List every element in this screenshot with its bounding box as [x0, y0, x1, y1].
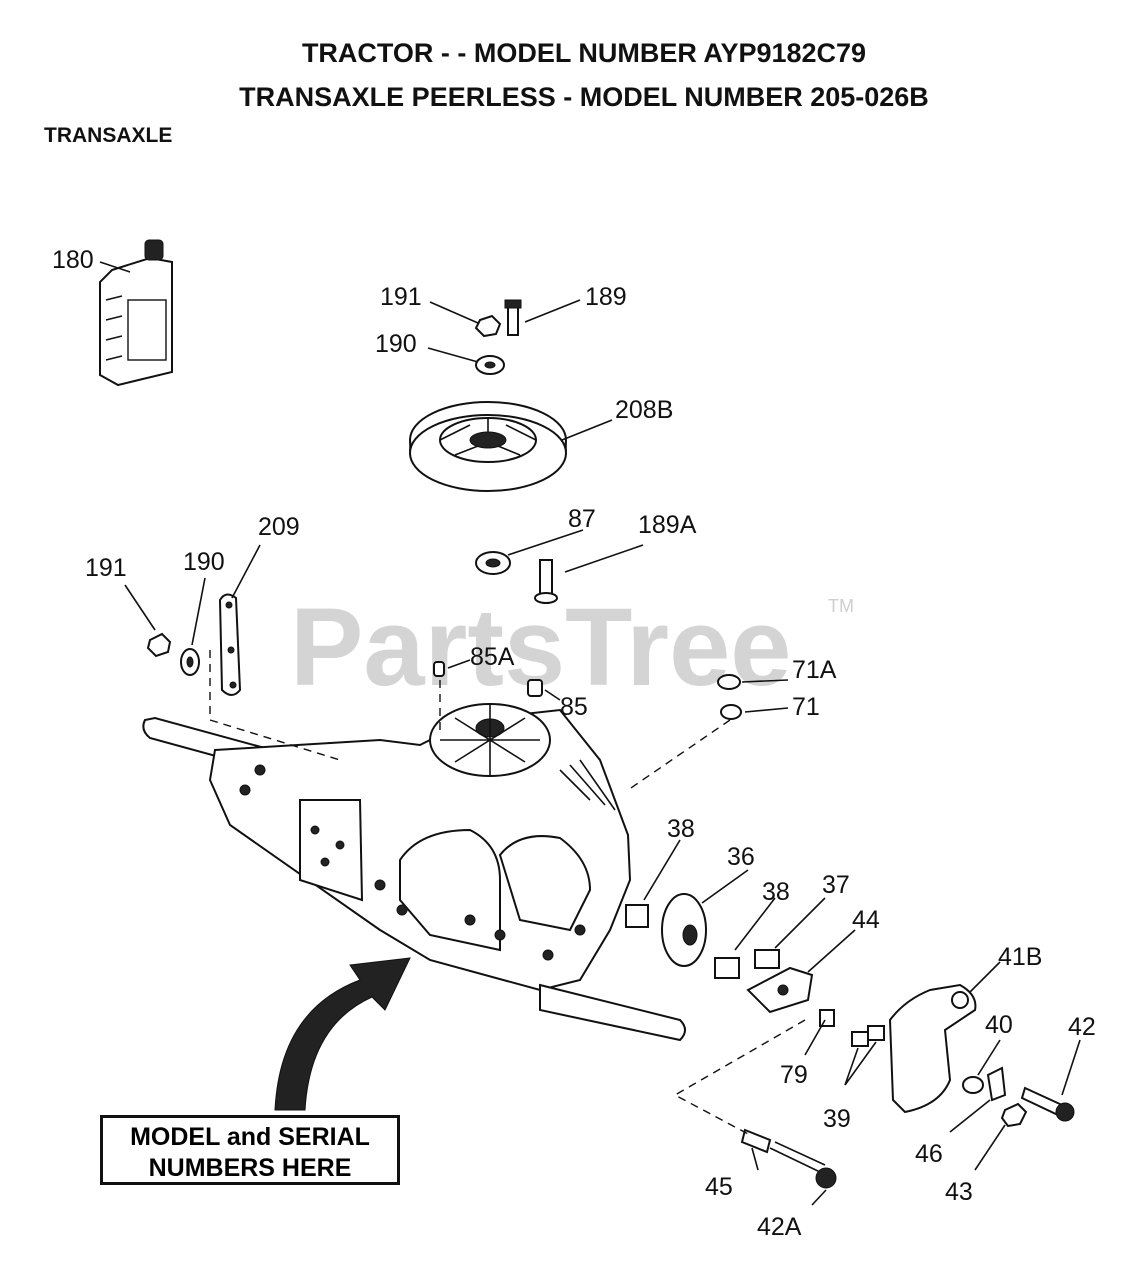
part-85a-plug[interactable] [433, 661, 445, 677]
part-190-washer-left[interactable] [180, 648, 200, 676]
label-209: 209 [258, 513, 300, 541]
part-45-sleeve[interactable] [740, 1128, 772, 1154]
part-209-link[interactable] [218, 593, 242, 696]
part-191-nut-left[interactable] [146, 632, 172, 658]
label-190-left: 190 [183, 548, 225, 576]
part-85-plug[interactable] [527, 679, 543, 697]
part-39-pads[interactable] [851, 1025, 885, 1047]
label-85: 85 [560, 693, 588, 721]
section-title: TRANSAXLE [44, 124, 173, 147]
part-71-nut[interactable] [720, 704, 742, 720]
label-42: 42 [1068, 1013, 1096, 1041]
label-45: 45 [705, 1173, 733, 1201]
label-71: 71 [792, 693, 820, 721]
part-44-brake-lever[interactable] [746, 966, 814, 1014]
label-79: 79 [780, 1061, 808, 1089]
part-38-key-lower[interactable] [714, 957, 740, 979]
label-189: 189 [585, 283, 627, 311]
watermark-trademark: TM [828, 596, 854, 616]
label-46: 46 [915, 1140, 943, 1168]
part-36-gear[interactable] [661, 893, 707, 967]
label-44: 44 [852, 906, 880, 934]
label-41b: 41B [998, 943, 1042, 971]
label-43: 43 [945, 1178, 973, 1206]
part-37-key[interactable] [754, 949, 780, 969]
label-71a: 71A [792, 656, 837, 684]
label-191-left: 191 [85, 554, 127, 582]
label-37: 37 [822, 871, 850, 899]
part-191-nut-top[interactable] [474, 314, 502, 338]
part-40-spacer[interactable] [962, 1076, 984, 1094]
part-180-oil-bottle[interactable] [99, 239, 173, 387]
part-189-bolt-top[interactable] [504, 299, 522, 336]
label-42a: 42A [757, 1213, 802, 1241]
label-190-top: 190 [375, 330, 417, 358]
diagram-title-transaxle: TRANSAXLE PEERLESS - MODEL NUMBER 205-02… [239, 82, 929, 112]
callout-line-2: NUMBERS HERE [148, 1154, 352, 1182]
model-serial-callout-box: MODEL and SERIAL NUMBERS HERE [100, 1115, 400, 1185]
label-85a: 85A [470, 643, 515, 671]
part-transaxle-housing[interactable] [142, 703, 686, 1042]
part-87-nut[interactable] [475, 551, 511, 575]
label-191-top: 191 [380, 283, 422, 311]
part-46-clip[interactable] [986, 1066, 1007, 1102]
part-42-bolt[interactable] [1020, 1086, 1075, 1122]
part-189a-bolt[interactable] [534, 559, 558, 604]
label-87: 87 [568, 505, 596, 533]
part-38-key-upper[interactable] [625, 904, 649, 928]
part-190-washer-top[interactable] [475, 355, 505, 375]
part-71a-nut[interactable] [717, 674, 741, 690]
part-43-nut[interactable] [1000, 1102, 1028, 1128]
label-180: 180 [52, 246, 94, 274]
diagram-title-model: TRACTOR - - MODEL NUMBER AYP9182C79 [301, 38, 867, 68]
part-208b-pulley[interactable] [409, 401, 567, 492]
part-42a-bolt[interactable] [769, 1141, 837, 1189]
label-38-lower: 38 [762, 878, 790, 906]
label-36: 36 [727, 843, 755, 871]
label-39: 39 [823, 1105, 851, 1133]
part-41b-bracket[interactable] [888, 983, 977, 1114]
label-40: 40 [985, 1011, 1013, 1039]
label-38-upper: 38 [667, 815, 695, 843]
callout-line-1: MODEL and SERIAL [130, 1123, 370, 1151]
label-189a: 189A [638, 511, 697, 539]
label-208b: 208B [615, 396, 673, 424]
